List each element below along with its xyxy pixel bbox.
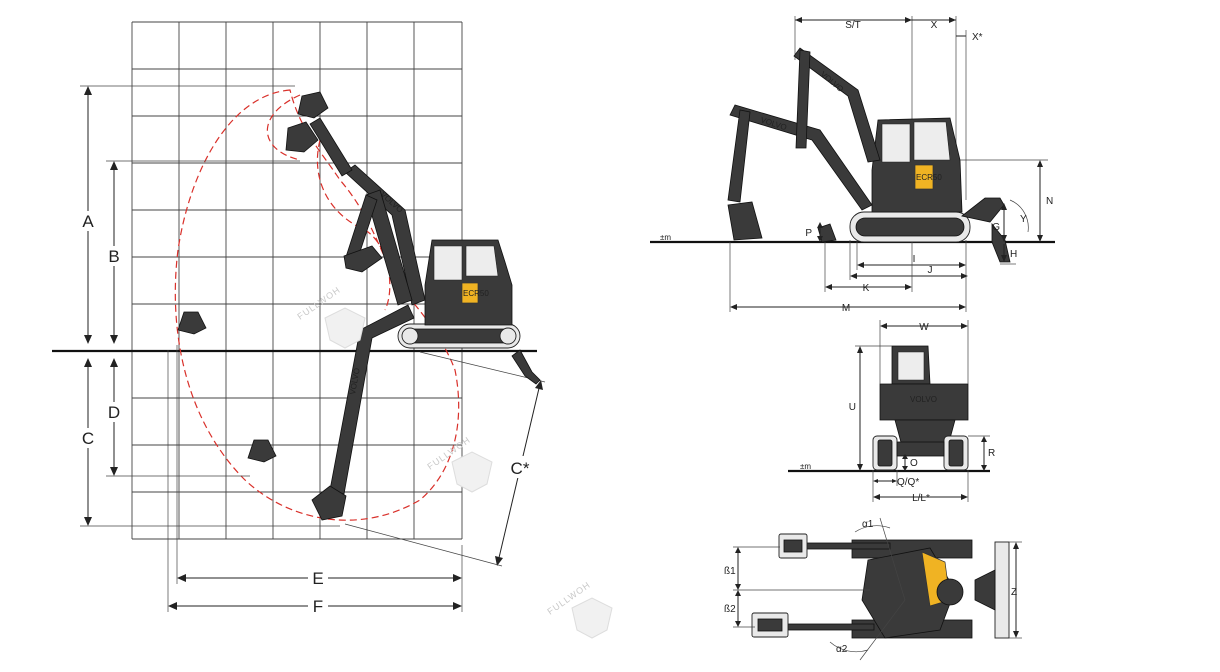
dimension-L-L-star: L/L* — [873, 470, 969, 504]
dimension-J: J — [849, 240, 968, 280]
dimension-Q-Q-star: Q/Q* — [872, 470, 919, 502]
rear-brand: VOLVO — [910, 395, 937, 404]
label-D: D — [108, 403, 120, 422]
dimension-P: P — [805, 222, 823, 242]
dimension-U: U — [849, 345, 892, 471]
label-F: F — [313, 597, 323, 616]
label-A: A — [82, 212, 94, 231]
dimension-W: W — [879, 320, 969, 384]
dimension-B: B — [106, 160, 300, 344]
label-U: U — [849, 402, 856, 413]
label-Z: Z — [1011, 587, 1017, 598]
label-B: B — [108, 247, 119, 266]
dimension-beta2: ß2 — [724, 590, 755, 628]
dimension-I: I — [856, 240, 967, 312]
dimension-beta1: ß1 — [724, 546, 870, 591]
ground-ref-side: ±m — [660, 233, 671, 242]
dimension-M: M — [729, 242, 966, 314]
dimension-alpha2: α2 — [829, 599, 906, 661]
model-decal-side: ECR50 — [916, 173, 942, 182]
label-O: O — [910, 458, 918, 469]
label-Q-Q-star: Q/Q* — [897, 477, 919, 488]
label-alpha1: α1 — [862, 519, 874, 530]
label-L-L-star: L/L* — [912, 493, 930, 504]
label-W: W — [919, 322, 929, 333]
dimension-R: R — [968, 435, 995, 471]
excavator-side-left: ECR50 VOLVO VOLVO — [177, 91, 541, 521]
dimension-X-star: X* — [956, 30, 983, 200]
label-I: I — [913, 254, 916, 265]
label-X-star: X* — [972, 32, 983, 43]
label-Y: Y — [1020, 214, 1027, 225]
dimension-E: E — [176, 345, 462, 588]
dimension-C-star: C* — [344, 351, 546, 567]
label-P: P — [805, 228, 812, 239]
dimension-alpha1: α1 — [854, 517, 906, 601]
label-S-T: S/T — [845, 20, 861, 31]
model-decal-left: ECR50 — [463, 289, 489, 298]
dimension-Z: Z — [1009, 541, 1022, 639]
label-E: E — [312, 569, 323, 588]
label-K: K — [863, 283, 870, 294]
excavator-top-view — [751, 533, 1010, 639]
dimension-D: D — [106, 358, 250, 477]
ground-ref-rear: ±m — [800, 462, 811, 471]
label-N: N — [1046, 196, 1053, 207]
label-M: M — [842, 303, 850, 314]
dimension-A: A — [80, 85, 295, 344]
dimension-C: C — [80, 358, 340, 527]
label-G: G — [992, 222, 1000, 233]
label-J: J — [928, 265, 933, 276]
dimension-F: F — [167, 350, 463, 616]
dimension-N: N — [960, 159, 1053, 242]
label-H: H — [1010, 249, 1017, 260]
label-alpha2: α2 — [836, 644, 848, 655]
dimension-G: G — [992, 203, 1007, 242]
dimension-K: K — [824, 242, 913, 294]
dimension-X: X — [912, 16, 957, 200]
label-beta1: ß1 — [724, 566, 736, 577]
label-C-star: C* — [511, 459, 530, 478]
dimension-O: O — [902, 454, 918, 471]
dimension-Y: Y — [1009, 199, 1029, 233]
label-R: R — [988, 448, 995, 459]
dimension-H: H — [1000, 244, 1017, 265]
label-beta2: ß2 — [724, 604, 736, 615]
label-C: C — [82, 429, 94, 448]
excavator-rear-view: VOLVO — [872, 345, 969, 471]
label-X: X — [931, 20, 938, 31]
excavator-side-view: ECR50 VOLVO VOLVO — [727, 47, 1011, 263]
